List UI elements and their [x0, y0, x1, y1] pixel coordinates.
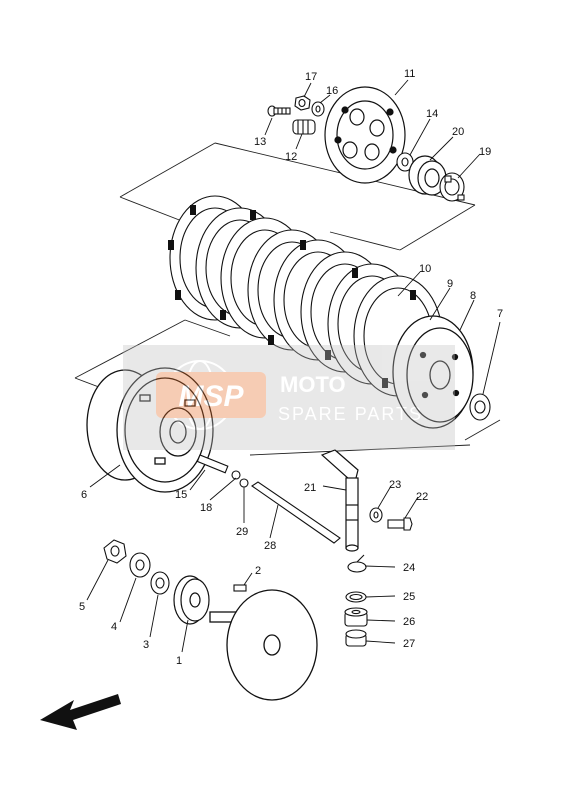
- callout-20: 20: [452, 126, 464, 138]
- callout-11: 11: [404, 68, 415, 80]
- callout-29: 29: [236, 526, 248, 538]
- callout-9: 9: [447, 278, 453, 290]
- callout-leaders: [86, 79, 501, 653]
- callout-18: 18: [200, 502, 212, 514]
- bearing-20: [408, 155, 447, 196]
- callout-7: 7: [497, 308, 503, 320]
- push-rod-28: [251, 481, 341, 544]
- callout-25: 25: [403, 591, 415, 603]
- callout-10: 10: [419, 263, 431, 275]
- callout-15: 15: [175, 489, 187, 501]
- callout-14: 14: [426, 108, 438, 120]
- push-rod-15: [196, 454, 229, 474]
- pressure-plate: [324, 86, 406, 184]
- watermark-line1: MOTO: [280, 372, 346, 397]
- callout-27: 27: [403, 638, 415, 650]
- callout-8: 8: [470, 290, 476, 302]
- projection-frame-lower: [74, 319, 501, 456]
- callout-16: 16: [326, 85, 338, 97]
- callout-24: 24: [403, 562, 415, 574]
- clutch-boss: [392, 315, 474, 429]
- callout-13: 13: [254, 136, 266, 148]
- callout-12: 12: [285, 151, 297, 163]
- spring-24: [347, 554, 367, 573]
- nut-5: [103, 539, 127, 564]
- spring-12: [292, 119, 316, 135]
- watermark: MSP MOTO SPARE PARTS: [123, 345, 455, 450]
- callout-23: 23: [389, 479, 401, 491]
- washer-23: [369, 507, 383, 523]
- callout-5: 5: [79, 601, 85, 613]
- watermark-badge-text: MSP: [178, 380, 244, 413]
- callout-labels: 1 2 3 4 5 6 7 8 9 10 11 12 13 14 15 16 1…: [79, 68, 503, 667]
- callout-1: 1: [176, 655, 182, 667]
- callout-17: 17: [305, 71, 317, 83]
- direction-arrow-icon: [40, 694, 121, 730]
- circlip-7: [469, 393, 491, 421]
- watermark-badge: [156, 372, 266, 418]
- screw-13: [267, 105, 291, 117]
- key-2: [233, 584, 247, 592]
- callout-2: 2: [255, 565, 261, 577]
- callout-28: 28: [264, 540, 276, 552]
- callout-3: 3: [143, 639, 149, 651]
- lock-washer-19: [439, 172, 465, 202]
- push-lever-21: [320, 449, 359, 552]
- globe-icon: [165, 360, 235, 430]
- primary-drive-gear-1: [173, 575, 210, 625]
- ball-29: [239, 478, 249, 488]
- nut-17: [294, 95, 311, 111]
- bolt-22: [387, 517, 413, 531]
- callout-26: 26: [403, 616, 415, 628]
- callout-22: 22: [416, 491, 428, 503]
- oil-seal-27: [345, 629, 367, 647]
- lock-washer-4: [129, 552, 151, 578]
- washer-16: [311, 101, 325, 117]
- callout-21: 21: [304, 482, 316, 494]
- ball-18: [231, 470, 241, 480]
- clutch-housing: [86, 367, 214, 493]
- washer-3: [150, 571, 170, 595]
- watermark-line2: SPARE PARTS: [278, 404, 423, 424]
- callout-19: 19: [479, 146, 491, 158]
- bearing-26: [344, 607, 368, 627]
- callout-6: 6: [81, 489, 87, 501]
- callout-4: 4: [111, 621, 117, 633]
- crankshaft: [209, 589, 318, 701]
- nut-14: [396, 152, 414, 172]
- circlip-25: [345, 591, 367, 603]
